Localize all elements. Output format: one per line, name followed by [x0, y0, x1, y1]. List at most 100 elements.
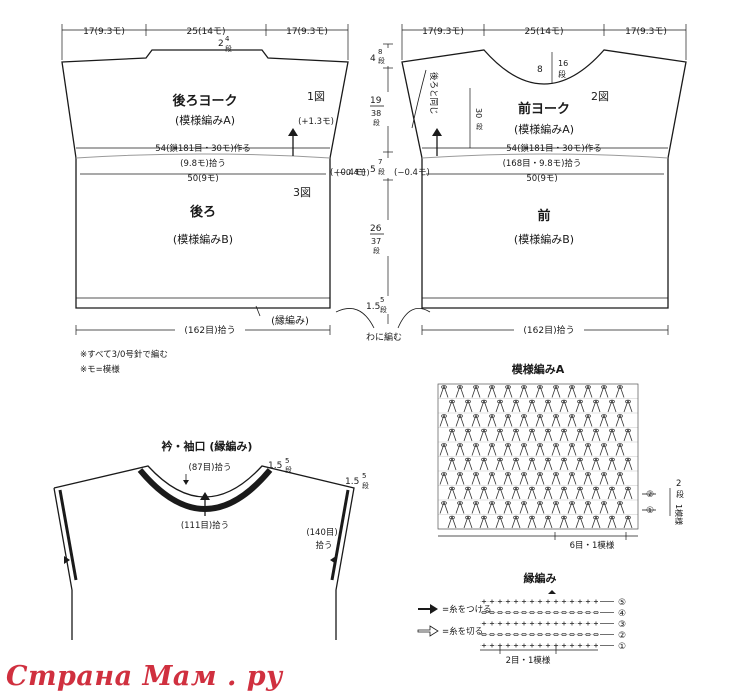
edging-stitch [521, 610, 527, 615]
edging-stitch [594, 599, 598, 604]
svg-text:段: 段 [676, 489, 684, 499]
pattern-a-stitch [511, 428, 521, 442]
pattern-a-stitch [503, 385, 513, 398]
pattern-a-stitch [487, 385, 497, 398]
svg-text:7: 7 [378, 158, 382, 166]
edging-stitch [553, 610, 559, 615]
svg-text:16: 16 [558, 59, 568, 68]
front-width-lower: 50(9モ) [526, 174, 557, 184]
front-width-right: 17(9.3モ) [625, 27, 667, 37]
edging-stitch [585, 610, 591, 615]
pattern-a-stitch [543, 515, 553, 529]
front-body-title: 前 [537, 208, 550, 224]
pattern-a-stitch [471, 501, 481, 514]
pattern-a-stitch [535, 385, 545, 398]
edging-stitch [538, 599, 542, 604]
pattern-a-stitch [463, 428, 473, 442]
pattern-a-stitch [607, 399, 617, 413]
pattern-a-stitch [543, 428, 553, 442]
svg-text:8: 8 [378, 48, 382, 56]
edging-title: 縁編み [524, 571, 557, 585]
pattern-a-stitch [447, 486, 457, 500]
pattern-a-stitch [439, 414, 449, 427]
pattern-a-stitch [591, 515, 601, 529]
pattern-a-stitch [471, 443, 481, 456]
pattern-a-stitch [487, 414, 497, 427]
pattern-a-stitch [463, 486, 473, 500]
edging-stitch [586, 599, 590, 604]
back-increase: (+1.3モ) [298, 117, 334, 127]
legend-attach: =糸をつける [442, 604, 492, 615]
pattern-a-stitch [463, 457, 473, 471]
pattern-a-stitch [439, 501, 449, 514]
edging-stitch [489, 632, 495, 637]
front-hem-pickup: (162目)拾う [523, 324, 574, 336]
attach-yarn-icon [418, 604, 438, 614]
dim-19cm: 19 [370, 96, 382, 106]
edging-stitch [545, 632, 551, 637]
edging-stitch [578, 621, 582, 626]
pattern-a-stitch [607, 486, 617, 500]
pattern-a-stitch [599, 414, 609, 427]
pattern-a-stitch [591, 428, 601, 442]
pattern-a-stitch [495, 399, 505, 413]
edging-stitch [513, 632, 519, 637]
edging-stitch [586, 621, 590, 626]
pattern-a-stitch [559, 399, 569, 413]
edging-stitch [522, 599, 526, 604]
back-edge-label: (縁編み) [271, 314, 309, 327]
pattern-a-stitch [439, 472, 449, 485]
edging-row-2: ② [618, 631, 626, 641]
svg-text:段: 段 [225, 44, 232, 53]
edging-stitch [481, 632, 487, 637]
pattern-a-row-mark-1: ① [646, 506, 654, 516]
front-decrease: (−0.4モ) [394, 168, 430, 178]
back-width-left: 17(9.3モ) [83, 27, 125, 37]
collar-inner-pickup: (87目)拾う [189, 462, 232, 473]
pattern-a-stitch [527, 399, 537, 413]
edging-stitch [490, 599, 494, 604]
svg-text:1模様: 1模様 [674, 504, 684, 525]
svg-text:37: 37 [371, 237, 381, 246]
edging-stitch [554, 621, 558, 626]
front-width-center: 25(14モ) [525, 27, 564, 37]
left-cuff [58, 489, 78, 581]
pattern-a-stitch [559, 457, 569, 471]
pattern-a-stitch [519, 443, 529, 456]
collar-outer-pickup: (111目)拾う [181, 520, 229, 531]
pattern-a-row-mark-2: ② [646, 490, 654, 500]
dim-left-decrease: (−0.4モ) [336, 168, 370, 177]
edging-stitch [578, 643, 582, 648]
pattern-a-stitch [583, 501, 593, 514]
pattern-a-stitch [551, 414, 561, 427]
pattern-a-stitch [519, 501, 529, 514]
pattern-a-stitch [479, 486, 489, 500]
svg-text:段: 段 [373, 246, 380, 255]
pattern-a-border [437, 383, 639, 530]
front-foundation: 54(鎖181目・30モ)作る [506, 143, 602, 154]
pattern-a-stitch [487, 472, 497, 485]
edging-stitch [561, 610, 567, 615]
pattern-a-stitch [455, 501, 465, 514]
edging-stitch-grid [480, 590, 614, 648]
pattern-a-stitch [551, 443, 561, 456]
pattern-a-stitch [623, 399, 633, 413]
edging-stitch [570, 599, 574, 604]
pattern-a-stitch [495, 515, 505, 529]
pattern-a-stitch [575, 399, 585, 413]
edging-stitch [562, 599, 566, 604]
edging-stitch [522, 621, 526, 626]
pattern-a-stitch [495, 486, 505, 500]
edging-stitch [537, 632, 543, 637]
dim-1-5cm: 1.5 [366, 302, 380, 312]
edging-stitch [546, 621, 550, 626]
front-outline [401, 49, 687, 309]
edging-stitch [482, 599, 486, 604]
edging-stitch [586, 643, 590, 648]
edging-stitch [554, 599, 558, 604]
pattern-a-stitch [527, 457, 537, 471]
pattern-a-stitch [575, 457, 585, 471]
pattern-a-row-repeat: 2 [676, 479, 681, 489]
pattern-a-stitch [559, 515, 569, 529]
front-yoke-title: 前ヨーク [518, 101, 570, 117]
